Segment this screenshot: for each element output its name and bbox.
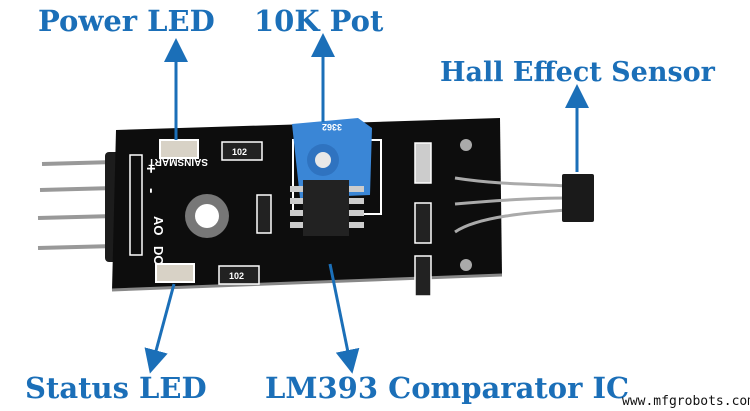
watermark: www.mfgrobots.com [622,394,750,409]
label-power-led: Power LED [38,4,215,38]
hall-effect-sensor [454,174,594,234]
lm393-ic [290,180,364,236]
label-status-led: Status LED [25,371,207,405]
status-led [155,263,195,283]
silk-minus: - [143,188,160,193]
label-pot: 10K Pot [254,4,384,38]
status-led-arrow [144,283,176,374]
silk-brand: SAINSMART [149,156,208,167]
silk-plus: + [142,164,159,173]
comparator-arrow [328,263,360,374]
power-led [159,139,199,159]
label-comparator: LM393 Comparator IC [265,371,629,405]
silk-ao: AO [151,216,166,236]
resistor-bottom-marking: 102 [229,271,244,281]
label-hall-sensor: Hall Effect Sensor [440,57,716,88]
potentiometer: 3362 [292,118,382,215]
resistor-top-marking: 102 [232,147,247,157]
pot-marking: 3362 [322,122,342,132]
silk-do: DO [151,246,166,266]
